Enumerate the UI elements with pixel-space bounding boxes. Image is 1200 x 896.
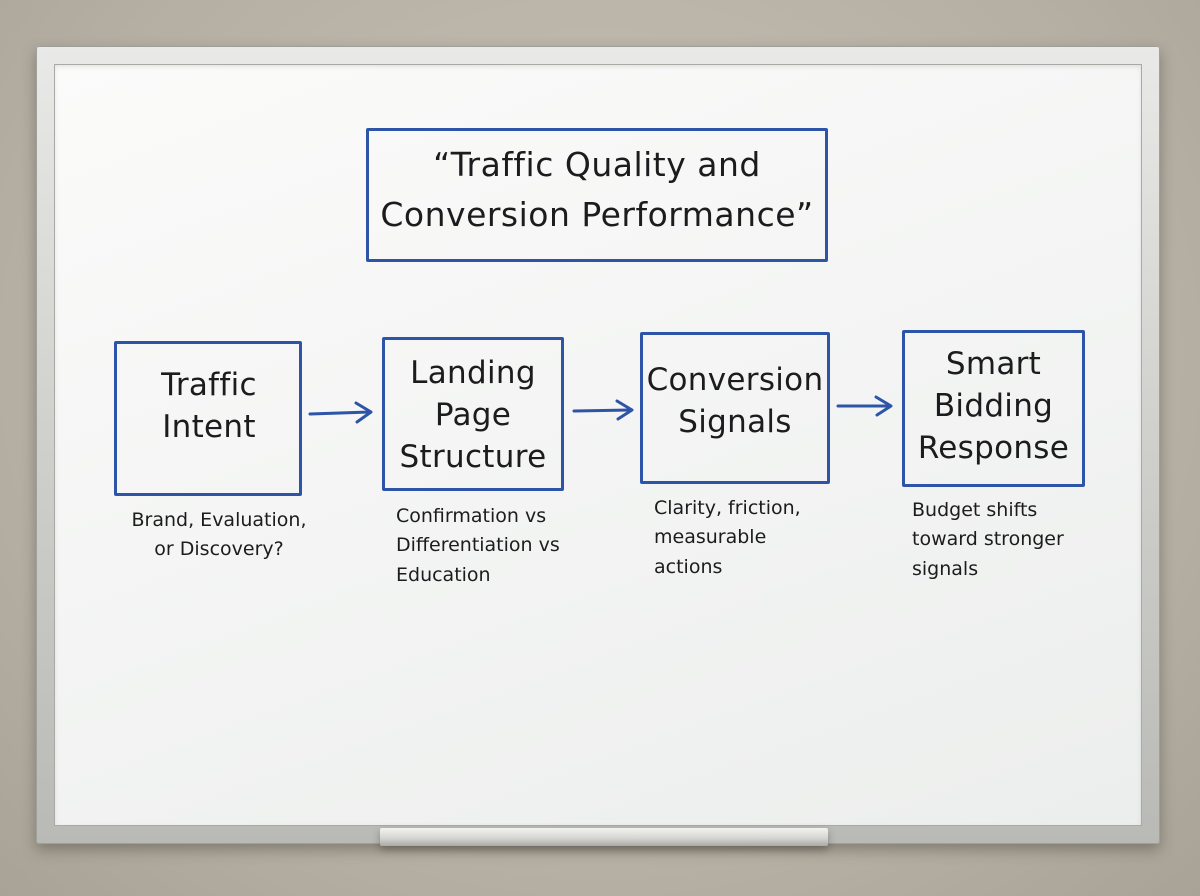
step-box-landing-page-structure: [382, 337, 564, 491]
diagram-title: “Traffic Quality and Conversion Performa…: [380, 145, 814, 234]
whiteboard-frame: [36, 46, 1160, 844]
step-box-smart-bidding-response: [902, 330, 1085, 487]
whiteboard-surface: [54, 64, 1142, 826]
step-label-landing-page-structure: Landing Page Structure: [399, 355, 547, 475]
step-note-landing-page-structure: Confirmation vs Differentiation vs Educa…: [396, 505, 560, 586]
step-note-conversion-signals: Clarity, friction, measurable actions: [654, 497, 801, 578]
arrow-1: [308, 401, 373, 424]
title-box: [366, 128, 828, 262]
step-label-traffic-intent: Traffic Intent: [161, 367, 257, 445]
step-box-conversion-signals: [640, 332, 830, 484]
arrow-2: [572, 399, 634, 421]
step-note-traffic-intent: Brand, Evaluation, or Discovery?: [131, 509, 307, 561]
step-label-conversion-signals: Conversion Signals: [646, 362, 824, 440]
step-note-smart-bidding-response: Budget shifts toward stronger signals: [912, 499, 1064, 580]
step-label-smart-bidding-response: Smart Bidding Response: [917, 346, 1070, 466]
step-box-traffic-intent: [114, 341, 302, 496]
arrow-3: [836, 395, 893, 417]
marker-tray: [380, 828, 828, 846]
